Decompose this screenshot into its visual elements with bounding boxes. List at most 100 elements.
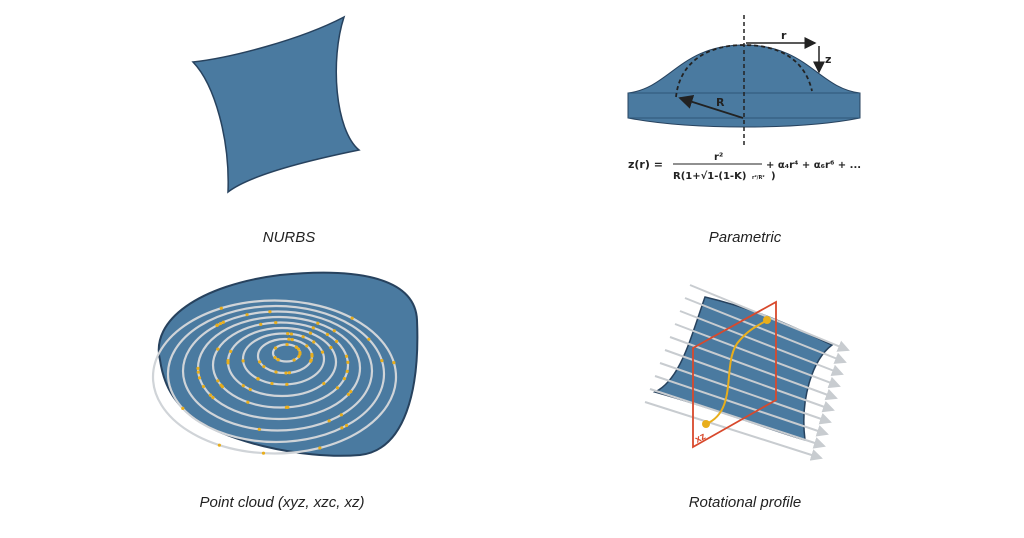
profile-line	[684, 297, 847, 364]
xz-plane	[692, 300, 777, 449]
point	[216, 379, 220, 383]
equation-fraction: r²/R²	[752, 175, 765, 181]
point	[294, 345, 299, 349]
point	[332, 329, 336, 333]
profile-line	[679, 310, 844, 376]
point	[219, 383, 223, 387]
orbit-line	[211, 321, 350, 409]
point	[246, 400, 250, 404]
point	[181, 406, 185, 410]
point	[342, 377, 347, 381]
orbit-line	[166, 304, 386, 444]
point	[261, 451, 266, 455]
R-arrow	[678, 94, 744, 119]
point	[241, 359, 245, 363]
point	[309, 358, 313, 362]
point	[345, 369, 349, 374]
point	[219, 306, 223, 310]
orbit-line	[181, 310, 374, 432]
point	[320, 350, 325, 354]
point	[268, 310, 272, 314]
point	[292, 358, 296, 362]
point	[287, 371, 292, 375]
point	[310, 354, 314, 358]
point	[286, 332, 290, 336]
point-cloud	[151, 271, 419, 457]
equation-denominator: R(1+√1-(1-K)	[673, 170, 746, 182]
point	[329, 345, 333, 350]
point	[216, 347, 220, 351]
point	[311, 326, 315, 330]
point	[229, 349, 233, 354]
equation-lhs: z(r) =	[628, 158, 663, 171]
point	[285, 342, 289, 347]
equation-close: )	[771, 171, 776, 182]
point	[274, 370, 278, 374]
point	[258, 360, 262, 364]
profile-line	[649, 388, 826, 449]
profile-line	[659, 362, 832, 425]
point	[340, 426, 344, 430]
point	[344, 354, 349, 358]
point	[380, 358, 384, 363]
point	[241, 384, 245, 388]
point	[284, 405, 289, 409]
equation: z(r) = r² R(1+√1-(1-K) r²/R² ) + α₄r⁴ + …	[628, 152, 861, 182]
label-r: r	[781, 29, 787, 42]
plane-label: xz	[693, 431, 707, 446]
point	[217, 443, 221, 447]
point	[350, 316, 354, 320]
point	[218, 321, 223, 326]
point	[256, 377, 260, 381]
point	[270, 381, 274, 386]
label-R: R	[716, 96, 725, 109]
point	[308, 331, 313, 335]
point	[245, 313, 249, 317]
point	[289, 332, 294, 336]
point	[296, 347, 301, 351]
equation-numerator: r²	[714, 152, 723, 163]
point	[312, 340, 316, 344]
point	[226, 361, 230, 365]
profile-line	[669, 336, 838, 401]
point	[208, 393, 212, 397]
rotational-profile: xz	[644, 284, 850, 461]
point	[211, 395, 215, 400]
point	[273, 355, 277, 360]
point	[276, 358, 280, 362]
point	[257, 427, 261, 431]
point	[392, 361, 396, 365]
point	[226, 359, 230, 363]
point	[349, 390, 353, 394]
label-z: z	[825, 53, 831, 66]
point	[325, 332, 330, 337]
point	[335, 386, 340, 390]
point	[301, 335, 305, 339]
point	[197, 376, 202, 380]
parametric-lens: r z R	[627, 15, 861, 145]
orbit-line	[241, 332, 326, 386]
point	[305, 344, 309, 348]
caption-point-cloud: Point cloud (xyz, xzc, xz)	[199, 494, 365, 511]
equation-tail: + α₄r⁴ + α₆r⁶ + ...	[766, 160, 861, 171]
caption-parametric: Parametric	[708, 229, 782, 246]
orbit-line	[151, 299, 398, 455]
point	[318, 446, 322, 450]
point	[284, 371, 288, 375]
point	[259, 322, 263, 326]
point	[248, 387, 252, 392]
point	[287, 337, 291, 341]
point	[339, 413, 343, 417]
point	[327, 419, 331, 423]
point	[322, 381, 326, 386]
profile-line	[644, 401, 823, 461]
profile-line	[674, 323, 841, 389]
point	[346, 360, 350, 364]
point	[344, 423, 349, 428]
nurbs-surface	[191, 15, 361, 194]
point	[298, 352, 302, 356]
profile-line	[654, 375, 829, 437]
point	[334, 339, 339, 343]
point	[196, 370, 200, 374]
